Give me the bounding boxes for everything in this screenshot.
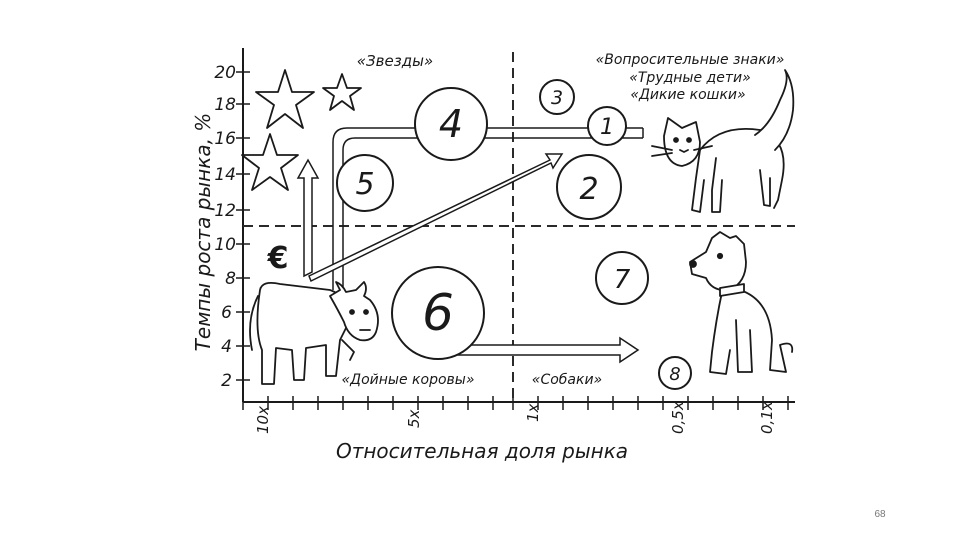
circle-numbers: 1 2 3 4 5 6 7 8	[355, 87, 680, 385]
dog-icon	[689, 231, 794, 375]
y-tick-label: 12	[214, 201, 236, 221]
vertical-arrow	[296, 158, 320, 278]
y-tick-label: 2	[221, 371, 232, 391]
star-icon	[241, 133, 299, 191]
circle-number: 8	[669, 364, 680, 385]
x-tick-labels: 10x 5x 1x 0,5x 0,1x	[254, 401, 776, 434]
quadrant-label-stars: «Звезды»	[357, 52, 433, 70]
y-tick-label: 6	[221, 303, 232, 323]
path-arrow-cows-to-question	[332, 127, 644, 290]
circle-number: 3	[551, 87, 563, 109]
numbered-circles	[336, 79, 692, 390]
cow-icon	[249, 281, 379, 385]
x-tick-label: 1x	[524, 403, 542, 422]
y-tick-label: 14	[214, 165, 236, 185]
y-tick-label: 20	[214, 63, 236, 83]
circle-number: 1	[600, 115, 614, 140]
arrow-to-dogs	[454, 336, 640, 364]
x-axis-title: Относительная доля рынка	[336, 439, 628, 463]
cat-icon	[651, 69, 795, 213]
star-icon	[322, 73, 362, 111]
y-tick-labels: 20 18 16 14 12 10 8 6 4 2	[214, 63, 236, 391]
circle-7	[595, 251, 649, 305]
quadrant-label-dogs: «Собаки»	[532, 372, 602, 388]
circle-number: 6	[422, 284, 454, 342]
quadrant-label-line: «Дикие кошки»	[630, 87, 745, 103]
y-tick-label: 10	[214, 235, 236, 255]
y-tick-label: 4	[221, 337, 232, 357]
circle-4	[414, 87, 488, 161]
quadrant-label-line: «Вопросительные знаки»	[596, 52, 785, 68]
star-icon	[255, 69, 315, 129]
quadrant-dividers	[243, 52, 795, 402]
circle-3	[539, 79, 575, 115]
quadrant-label-line: «Трудные дети»	[629, 70, 751, 86]
y-tick-marks	[236, 71, 250, 381]
x-tick-label: 10x	[254, 406, 272, 434]
y-tick-label: 8	[225, 269, 236, 289]
y-tick-label: 16	[214, 129, 236, 149]
circle-number: 7	[614, 265, 631, 295]
circle-number: 5	[355, 167, 374, 202]
x-tick-marks	[242, 396, 789, 410]
quadrant-label-question-marks: «Вопросительные знаки» «Трудные дети» «Д…	[596, 52, 785, 103]
circle-6	[391, 266, 485, 360]
diagonal-arrow	[308, 153, 564, 283]
x-tick-label: 0,5x	[669, 401, 687, 434]
circle-5	[336, 154, 394, 212]
x-tick-label: 5x	[405, 409, 423, 428]
y-axis-title: Темпы роста рынка, %	[191, 113, 215, 352]
euro-icon: €	[267, 241, 289, 276]
circle-1	[587, 106, 627, 146]
y-tick-label: 18	[214, 95, 236, 115]
circle-number: 2	[579, 172, 598, 207]
circle-8	[658, 356, 692, 390]
circle-number: 4	[439, 102, 463, 146]
stars-group	[241, 69, 362, 191]
circle-2	[556, 154, 622, 220]
quadrant-label-cash-cows: «Дойные коровы»	[342, 372, 475, 388]
page-number: 68	[874, 509, 886, 520]
x-tick-label: 0,1x	[758, 401, 776, 434]
